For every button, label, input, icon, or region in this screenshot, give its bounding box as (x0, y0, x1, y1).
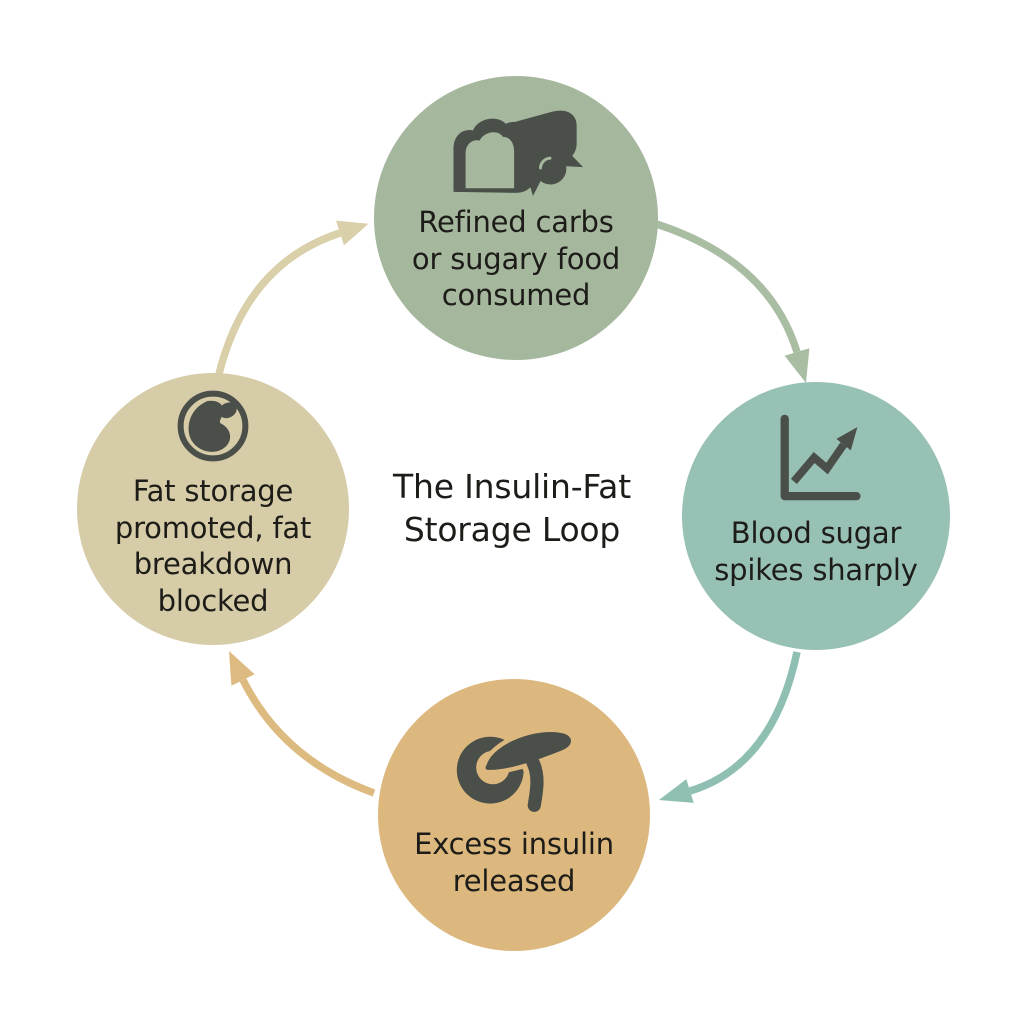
node-label-refined-carbs: Refined carbs or sugary food consumed (411, 205, 621, 313)
arrow-excess-insulin-to-fat-storage (229, 651, 376, 797)
node-label-blood-sugar: Blood sugar spikes sharply (714, 516, 918, 587)
node-label-fat-storage: Fat storage promoted, fat breakdown bloc… (114, 474, 312, 618)
node-label-excess-insulin: Excess insulin released (414, 827, 614, 898)
arrow-fat-storage-to-refined-carbs (214, 220, 369, 379)
arrow-blood-sugar-to-excess-insulin (659, 651, 801, 803)
arrow-refined-carbs-to-blood-sugar (648, 218, 810, 383)
cycle-node-fat-storage: Fat storage promoted, fat breakdown bloc… (77, 373, 349, 645)
diagram-title: The Insulin-Fat Storage Loop (393, 467, 631, 549)
fat-cell-icon (177, 390, 249, 462)
cycle-node-blood-sugar: Blood sugar spikes sharply (682, 382, 950, 650)
bread-and-candy-icon (453, 110, 584, 196)
rising-line-chart-icon (780, 414, 861, 501)
cycle-node-refined-carbs: Refined carbs or sugary food consumed (374, 76, 658, 360)
cycle-node-excess-insulin: Excess insulin released (378, 679, 650, 951)
pancreas-icon (456, 727, 576, 816)
